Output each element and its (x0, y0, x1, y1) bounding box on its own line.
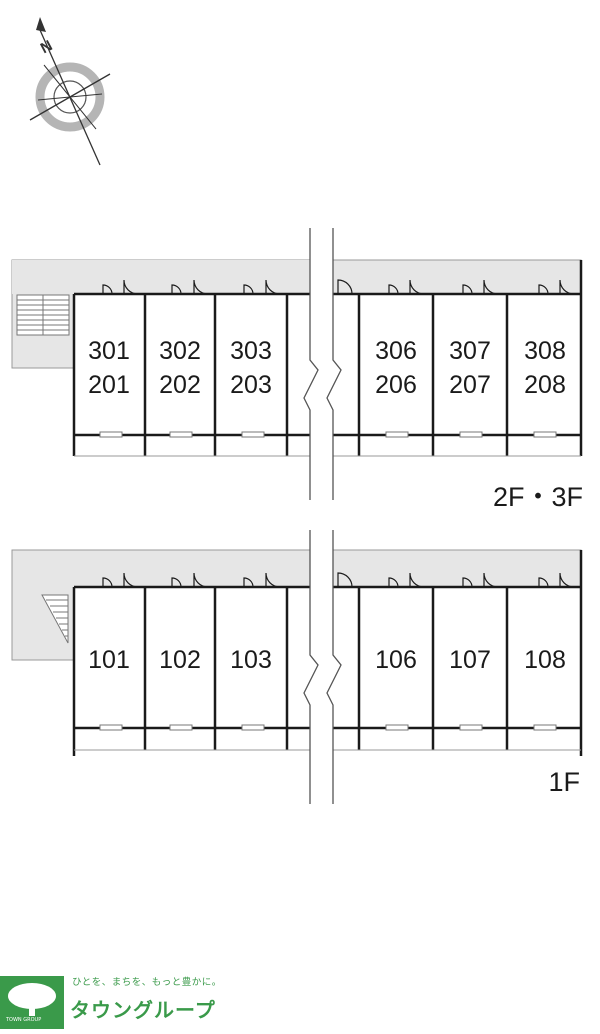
unit-label: 103 (230, 646, 272, 674)
north-label: N (38, 37, 56, 57)
unit-label: 308 (524, 337, 566, 365)
stairs-icon (16, 294, 70, 336)
unit-label: 208 (524, 371, 566, 399)
unit-label: 202 (159, 371, 201, 399)
unit-label: 306 (375, 337, 417, 365)
unit-label: 107 (449, 646, 491, 674)
unit-label: 206 (375, 371, 417, 399)
unit-label: 207 (449, 371, 491, 399)
unit-label: 101 (88, 646, 130, 674)
unit-label: 203 (230, 371, 272, 399)
upper-floor-plan: 301 302 303 306 307 308 201 202 203 206 … (11, 228, 583, 512)
floor-label: 2F・3F (493, 482, 583, 512)
logo-tagline: ひとを、まちを、もっと豊かに。 (72, 977, 222, 988)
floor-label: 1F (548, 767, 580, 797)
door-icon (102, 279, 575, 295)
compass-icon: N (29, 17, 111, 166)
break-mark (303, 228, 342, 500)
unit-label: 201 (88, 371, 130, 399)
door-icon (102, 572, 575, 588)
unit-label: 302 (159, 337, 201, 365)
stairs-icon (41, 594, 69, 644)
unit-label: 301 (88, 337, 130, 365)
unit-label: 303 (230, 337, 272, 365)
unit-label: 307 (449, 337, 491, 365)
unit-label: 108 (524, 646, 566, 674)
break-mark (303, 530, 342, 804)
logo-tree-icon (0, 976, 64, 1029)
unit-label: 102 (159, 646, 201, 674)
logo-name: タウングループ (70, 998, 216, 1022)
logo-small-text: TOWN GROUP (6, 1017, 42, 1023)
lower-floor-plan: 101 102 103 106 107 108 1F (11, 530, 583, 804)
unit-label: 106 (375, 646, 417, 674)
